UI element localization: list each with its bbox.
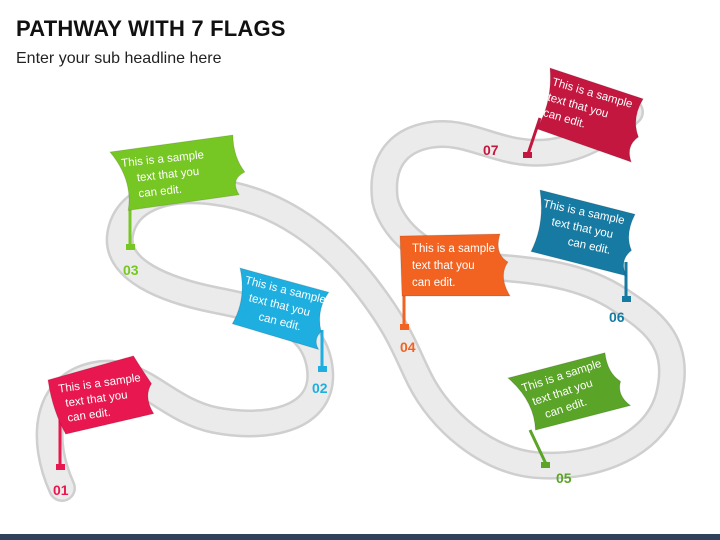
flag-07-base bbox=[523, 152, 532, 158]
flag-02-number: 02 bbox=[312, 380, 328, 396]
road-surface bbox=[38, 100, 684, 500]
flag-07-number: 07 bbox=[483, 142, 499, 158]
flag-03-text-line-3: can edit. bbox=[138, 184, 183, 200]
flag-04-banner bbox=[399, 233, 511, 297]
flag-05-pole bbox=[528, 429, 548, 465]
winding-road bbox=[35, 98, 686, 502]
page-title: PATHWAY WITH 7 FLAGS bbox=[16, 16, 286, 41]
flag-02-banner bbox=[231, 267, 330, 351]
flag-03-base bbox=[126, 244, 135, 250]
bottom-bar bbox=[0, 534, 720, 540]
flag-01: This is a sample text that you can edit.… bbox=[47, 355, 155, 498]
flag-02-base bbox=[318, 366, 327, 372]
flag-04-text-line-1: This is a sample bbox=[412, 243, 495, 255]
flag-06-base bbox=[622, 296, 631, 302]
flag-06-banner bbox=[530, 189, 636, 277]
flag-01-number: 01 bbox=[53, 482, 69, 498]
flag-04: This is a sample text that you can edit.… bbox=[399, 233, 511, 355]
flag-06: This is a sample text that you can edit.… bbox=[530, 189, 636, 325]
page-subtitle: Enter your sub headline here bbox=[16, 50, 222, 67]
flag-03-banner bbox=[109, 134, 246, 212]
flag-04-text-line-2: text that you bbox=[412, 260, 475, 272]
flag-05: This is a sample text that you can edit.… bbox=[506, 352, 632, 486]
flag-07-banner bbox=[536, 67, 644, 163]
flag-06-number: 06 bbox=[609, 309, 625, 325]
flag-07: This is a sample text that you can edit.… bbox=[483, 67, 644, 163]
flag-03: This is a sample text that you can edit.… bbox=[109, 134, 246, 278]
flag-01-base bbox=[56, 464, 65, 470]
flag-07-pole bbox=[526, 117, 542, 155]
flag-04-number: 04 bbox=[400, 339, 416, 355]
flag-05-number: 05 bbox=[556, 470, 572, 486]
flag-05-base bbox=[541, 462, 550, 468]
flag-02: This is a sample text that you can edit.… bbox=[231, 267, 330, 396]
flag-03-number: 03 bbox=[123, 262, 139, 278]
flag-04-text-line-3: can edit. bbox=[412, 277, 455, 289]
flag-04-base bbox=[400, 324, 409, 330]
flag-01-banner bbox=[47, 355, 155, 435]
flag-01-text-line-3: can edit. bbox=[67, 407, 112, 425]
flag-05-banner bbox=[506, 352, 632, 431]
